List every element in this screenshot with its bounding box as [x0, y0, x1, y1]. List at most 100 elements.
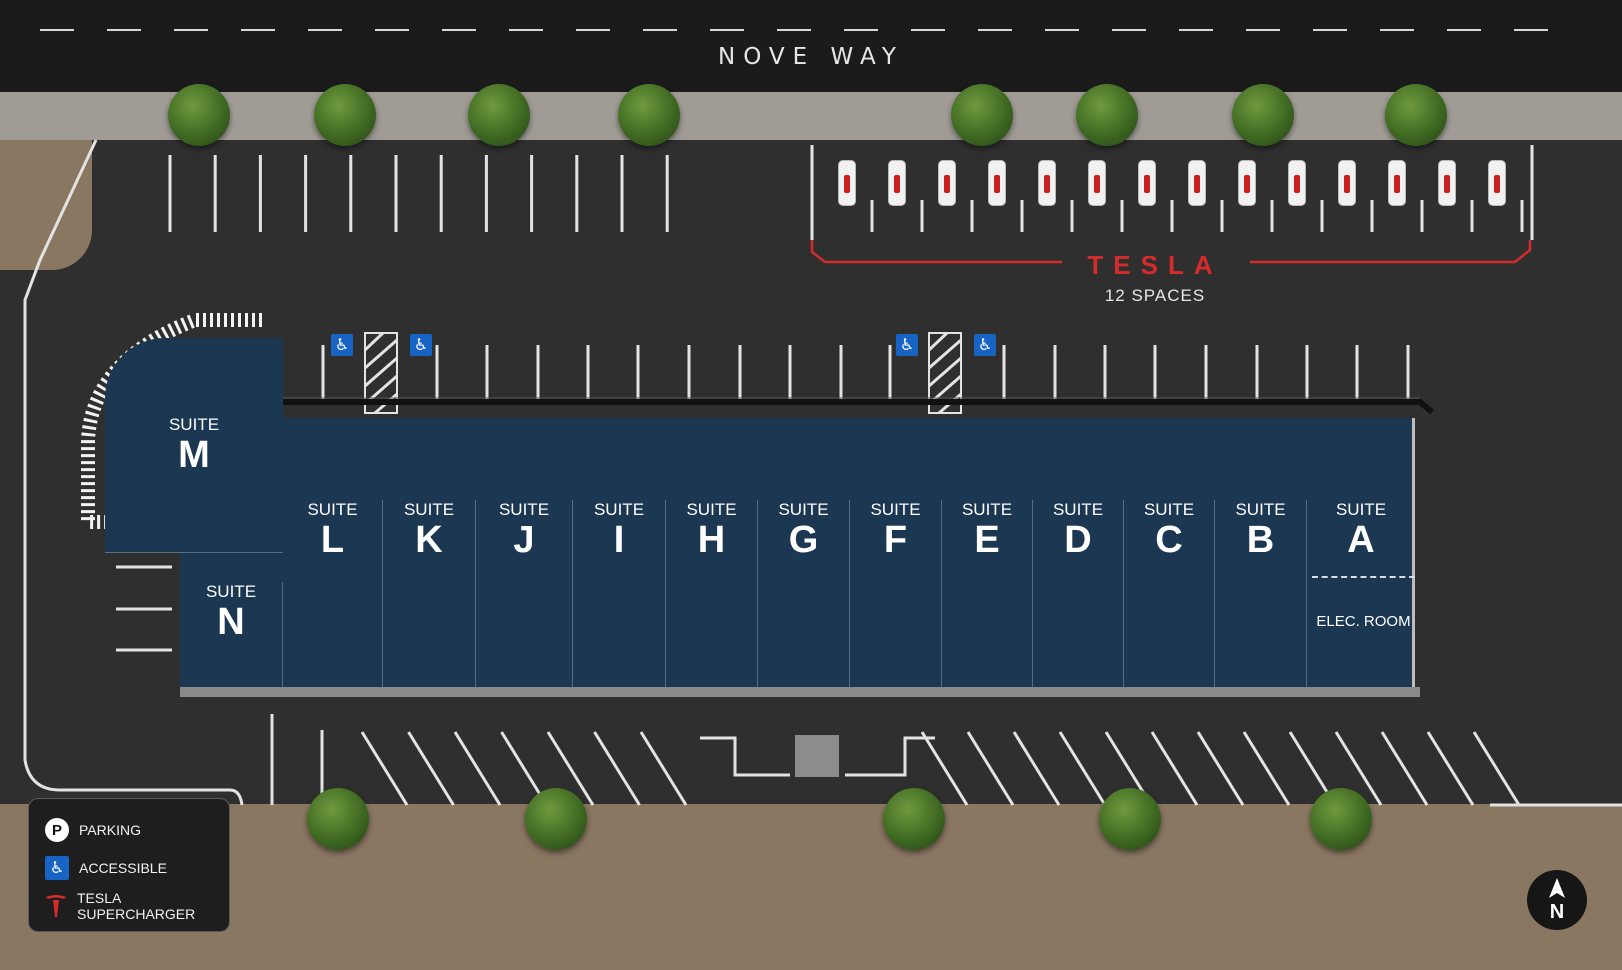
suite-letter: C	[1155, 519, 1183, 561]
tesla-charger-icon	[938, 160, 956, 206]
suite-word: SUITE	[498, 500, 550, 519]
suite-word: SUITE	[1335, 500, 1387, 519]
suite-word: SUITE	[686, 500, 737, 519]
building-suite-m-block	[105, 338, 283, 553]
tesla-brand-label: TESLA	[1087, 250, 1223, 280]
suite-word: SUITE	[1143, 500, 1195, 519]
parking-stripe	[360, 731, 409, 806]
suite-word: SUITE	[961, 500, 1013, 519]
tree-icon	[1232, 84, 1294, 146]
access-aisle-east	[927, 331, 962, 415]
tree-icon	[168, 84, 230, 146]
tesla-charger-icon	[1138, 160, 1156, 206]
tree-icon	[307, 788, 369, 850]
building-suite-n-block	[180, 553, 283, 687]
tesla-charger-icon	[1188, 160, 1206, 206]
tree-icon	[1310, 788, 1372, 850]
suite-word: SUITE	[168, 415, 220, 434]
accessible-icon: ♿	[45, 856, 69, 880]
suite-word: SUITE	[870, 500, 921, 519]
legend-label: ACCESSIBLE	[79, 860, 167, 876]
tree-icon	[883, 788, 945, 850]
tesla-charger-icon	[988, 160, 1006, 206]
parking-stripe	[1196, 731, 1245, 806]
parking-stripe	[1058, 731, 1107, 806]
suite-word: SUITE	[403, 500, 455, 519]
legend-item-parking: P PARKING	[45, 811, 213, 849]
parking-stripe	[966, 731, 1015, 806]
road	[0, 0, 1622, 92]
building-south-walkway	[180, 687, 1420, 697]
north-label: N	[1549, 901, 1565, 923]
suite-letter: B	[1246, 519, 1275, 561]
tesla-charger-icon	[1238, 160, 1256, 206]
suite-m[interactable]: SUITE M	[105, 415, 283, 553]
suite-letter: A	[1347, 519, 1375, 561]
access-aisle-west	[363, 331, 398, 415]
suite-word: SUITE	[1052, 500, 1104, 519]
accessible-space-icon: ♿	[974, 334, 996, 356]
legend-label: TESLA SUPERCHARGER	[77, 890, 196, 922]
suite-n[interactable]: SUITE N	[180, 582, 283, 687]
parking-stripe	[593, 731, 641, 806]
suite-letter: I	[613, 519, 625, 561]
legend-item-tesla: TESLA SUPERCHARGER	[45, 887, 213, 925]
tree-icon	[1099, 788, 1161, 850]
accessible-space-icon: ♿	[896, 334, 918, 356]
tree-icon	[1385, 84, 1447, 146]
tesla-charger-icon	[838, 160, 856, 206]
parking-stripe	[1012, 731, 1061, 806]
parking-stripe	[1242, 731, 1291, 806]
tesla-charger-icon	[888, 160, 906, 206]
suite-letter: G	[788, 519, 819, 561]
walkway-pad	[795, 735, 839, 777]
tesla-charger-icon	[1488, 160, 1506, 206]
parking-icon: P	[45, 818, 69, 842]
suite-word: SUITE	[307, 500, 358, 519]
north-arrow-icon: N	[1527, 870, 1587, 930]
suite-letter: K	[415, 519, 443, 561]
parking-stripe	[407, 731, 455, 806]
suite-m-railing	[81, 313, 262, 529]
tesla-charger-icon	[1288, 160, 1306, 206]
tree-icon	[525, 788, 587, 850]
suite-word: SUITE	[593, 500, 645, 519]
tesla-charger-icon	[1338, 160, 1356, 206]
parking-stripe	[1472, 731, 1521, 806]
building-main-block	[283, 418, 1415, 687]
parking-stripe	[1426, 731, 1475, 806]
accessible-space-icon: ♿	[331, 334, 353, 356]
suite-letter: H	[697, 519, 726, 561]
tree-icon	[618, 84, 680, 146]
tesla-bracket	[810, 240, 1532, 264]
tesla-charger-icon	[1388, 160, 1406, 206]
road-name: NOVE WAY	[718, 44, 904, 70]
tesla-charger-icon	[1438, 160, 1456, 206]
sidewalk	[0, 92, 1622, 140]
suite-letter: E	[974, 519, 1000, 561]
legend-item-accessible: ♿ ACCESSIBLE	[45, 849, 213, 887]
tesla-charger-icon	[1088, 160, 1106, 206]
parking-stripe	[639, 731, 688, 806]
legend-label: PARKING	[79, 822, 141, 838]
road-center-dashes	[40, 29, 1548, 31]
tesla-charger-icon	[1038, 160, 1056, 206]
suite-letter: D	[1064, 519, 1092, 561]
lot-curb-west	[23, 139, 244, 806]
parking-stripe	[546, 731, 595, 806]
suite-word: SUITE	[778, 500, 829, 519]
